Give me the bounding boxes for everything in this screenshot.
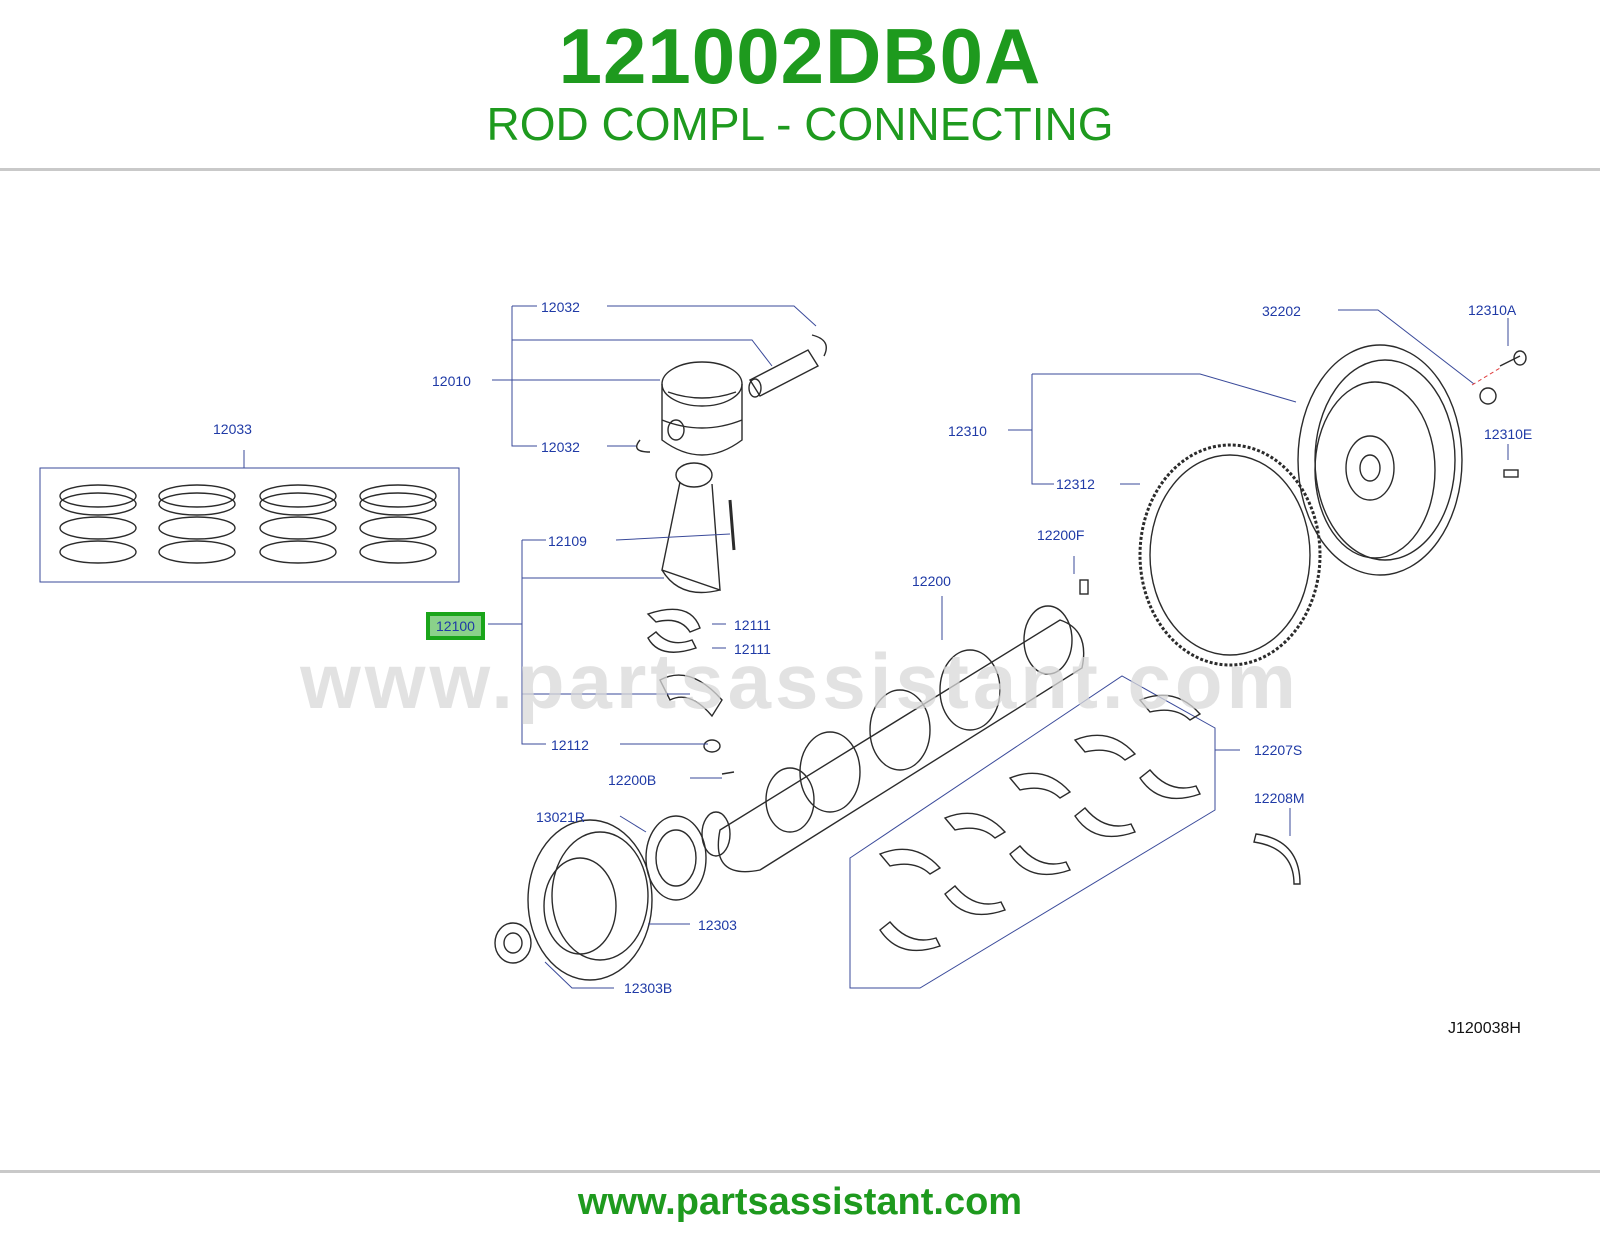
rod-cap-drawing [659,674,723,718]
rod-bearing-upper [646,608,701,633]
callout-12032-top[interactable]: 12032 [541,299,580,315]
callout-12112[interactable]: 12112 [551,737,589,753]
callout-12010[interactable]: 12010 [432,373,471,389]
ring-gear-drawing [1138,443,1322,667]
piston-pin-drawing [748,349,819,398]
crankshaft-drawing [701,605,1085,873]
dowel-pin-drawing [1079,579,1089,595]
callout-leader-lines [243,305,1509,989]
flywheel-drawing [1297,344,1463,576]
pilot-bushing-drawing [1503,469,1519,478]
callout-12303b[interactable]: 12303B [624,980,673,996]
callout-12310e[interactable]: 12310E [1484,426,1533,442]
page-header: 121002DB0A ROD COMPL - CONNECTING [0,0,1600,168]
crank-pulley-drawing [527,819,653,981]
callout-12033[interactable]: 12033 [213,421,252,437]
callout-12310a[interactable]: 12310A [1468,302,1517,318]
piston-drawing [661,361,743,456]
callout-12200b[interactable]: 12200B [608,772,657,788]
main-bearing-set-box [849,675,1216,989]
crank-sprocket-drawing [645,815,707,901]
flywheel-bolt-drawing [1499,350,1527,367]
crank-key-drawing [721,771,735,775]
part-number-title: 121002DB0A [558,12,1042,100]
connecting-rod-drawing [661,462,736,594]
watermark: www.partsassistant.com [300,637,1300,725]
rod-bearing-lower [647,631,697,653]
callout-12200f[interactable]: 12200F [1037,527,1085,543]
reinforcement-plate-drawing [1479,387,1497,405]
piston-ring-set-box [39,467,460,583]
callout-13021r[interactable]: 13021R [536,809,586,825]
callout-12111-lower[interactable]: 12111 [734,641,771,657]
footer-website-link[interactable]: www.partsassistant.com [577,1181,1023,1223]
callout-32202[interactable]: 32202 [1262,303,1301,319]
bolt-center-line [1471,367,1501,386]
rod-nut-drawing [703,739,721,753]
callout-12312[interactable]: 12312 [1056,476,1095,492]
header-divider [0,168,1600,171]
snap-ring-top [811,334,827,357]
callout-12111-upper[interactable]: 12111 [734,617,771,633]
part-name-subtitle: ROD COMPL - CONNECTING [486,98,1114,150]
callout-12100-selected[interactable]: 12100 [426,612,485,640]
callout-12200[interactable]: 12200 [912,573,951,589]
thrust-washer-drawing [1253,833,1301,885]
pulley-bolt-drawing [494,922,532,964]
diagram-code: J120038H [1448,1020,1521,1037]
footer-divider [0,1170,1600,1173]
main-bearing-set [878,694,1202,952]
callout-12032-bottom[interactable]: 12032 [541,439,580,455]
callout-12207s[interactable]: 12207S [1254,742,1303,758]
piston-ring-set [59,484,437,564]
callout-12310[interactable]: 12310 [948,423,987,439]
snap-ring-bottom [636,439,651,453]
callout-12303[interactable]: 12303 [698,917,737,933]
callout-12109[interactable]: 12109 [548,533,587,549]
callout-12208m[interactable]: 12208M [1254,790,1305,806]
